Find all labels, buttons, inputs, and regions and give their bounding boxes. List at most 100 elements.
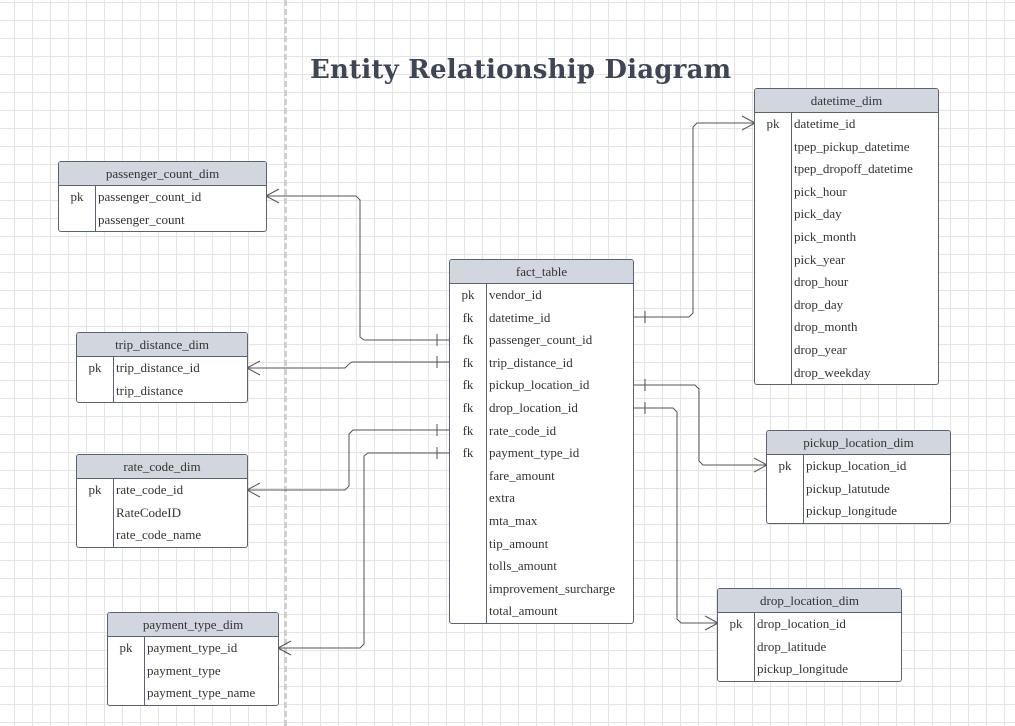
relation-passenger-count[interactable] bbox=[265, 188, 450, 346]
field-row[interactable]: tolls_amount bbox=[450, 555, 633, 578]
field-name: improvement_surcharge bbox=[489, 580, 616, 596]
field-row[interactable]: tip_amount bbox=[450, 533, 633, 556]
relation-datetime[interactable] bbox=[632, 115, 756, 323]
field-row[interactable]: pick_month bbox=[755, 226, 938, 249]
key-marker: pk bbox=[766, 116, 780, 131]
key-marker bbox=[755, 181, 791, 204]
field-row[interactable]: pickup_latutude bbox=[767, 478, 950, 501]
field-row[interactable]: pickup_longitude bbox=[767, 500, 950, 523]
key-marker: fk bbox=[462, 399, 474, 415]
field-row[interactable]: extra bbox=[450, 487, 633, 510]
key-marker bbox=[450, 578, 486, 601]
field-name: payment_type_name bbox=[147, 685, 256, 701]
field-row[interactable]: fare_amount bbox=[450, 465, 633, 488]
key-marker: pk bbox=[778, 458, 792, 473]
field-name: passenger_count bbox=[98, 211, 185, 227]
key-marker: fk bbox=[462, 422, 474, 438]
field-name: trip_distance_id bbox=[116, 360, 200, 375]
field-name: pickup_location_id bbox=[489, 377, 590, 393]
field-name: drop_hour bbox=[794, 274, 849, 290]
field-row[interactable]: pick_hour bbox=[755, 181, 938, 204]
key-marker: pk bbox=[461, 287, 475, 302]
key-marker: pk bbox=[729, 616, 743, 631]
field-name: rate_code_id bbox=[116, 482, 184, 497]
entity-header: drop_location_dim bbox=[718, 589, 901, 613]
relation-trip-distance[interactable] bbox=[246, 356, 450, 376]
field-row[interactable]: pick_day bbox=[755, 203, 938, 226]
field-name: tolls_amount bbox=[489, 558, 557, 574]
field-name: drop_day bbox=[794, 296, 844, 312]
field-row[interactable]: tpep_pickup_datetime bbox=[755, 136, 938, 159]
relation-drop-location[interactable] bbox=[632, 402, 719, 631]
field-row[interactable]: RateCodeID bbox=[77, 502, 247, 525]
diagram-title: Entity Relationship Diagram bbox=[310, 55, 732, 85]
key-marker: fk bbox=[462, 445, 474, 461]
field-row[interactable]: fk pickup_location_id bbox=[450, 374, 633, 397]
key-marker: pk bbox=[88, 482, 102, 497]
field-name: pickup_longitude bbox=[757, 661, 848, 677]
key-marker bbox=[108, 660, 144, 683]
field-name: total_amount bbox=[489, 603, 558, 619]
field-row[interactable]: passenger_count bbox=[59, 209, 266, 232]
field-name: trip_distance_id bbox=[489, 354, 573, 370]
field-name: RateCodeID bbox=[116, 504, 181, 520]
field-row[interactable]: drop_day bbox=[755, 294, 938, 317]
field-row[interactable]: pk rate_code_id bbox=[77, 479, 247, 502]
field-row[interactable]: trip_distance bbox=[77, 380, 247, 403]
relation-rate-code[interactable] bbox=[246, 424, 450, 498]
relation-payment-type[interactable] bbox=[277, 447, 450, 656]
key-marker bbox=[755, 316, 791, 339]
field-row[interactable]: payment_type_name bbox=[108, 682, 278, 705]
field-row[interactable]: total_amount bbox=[450, 600, 633, 623]
field-row[interactable]: pick_year bbox=[755, 249, 938, 272]
field-row[interactable]: drop_weekday bbox=[755, 362, 938, 385]
entity-header: fact_table bbox=[450, 260, 633, 284]
field-row[interactable]: tpep_dropoff_datetime bbox=[755, 158, 938, 181]
field-row[interactable]: mta_max bbox=[450, 510, 633, 533]
field-row[interactable]: drop_year bbox=[755, 339, 938, 362]
field-row[interactable]: drop_hour bbox=[755, 271, 938, 294]
key-marker bbox=[450, 487, 486, 510]
field-name: drop_weekday bbox=[794, 364, 871, 380]
field-row[interactable]: payment_type bbox=[108, 660, 278, 683]
key-marker bbox=[450, 600, 486, 623]
field-name: tpep_dropoff_datetime bbox=[794, 161, 913, 177]
relation-pickup-location[interactable] bbox=[632, 379, 768, 473]
field-row[interactable]: rate_code_name bbox=[77, 524, 247, 547]
field-name: fare_amount bbox=[489, 467, 555, 483]
key-marker bbox=[755, 226, 791, 249]
key-marker bbox=[755, 271, 791, 294]
entity-header: payment_type_dim bbox=[108, 613, 278, 637]
key-marker: fk bbox=[462, 377, 474, 393]
field-name: payment_type bbox=[147, 662, 221, 678]
key-marker bbox=[767, 478, 803, 501]
field-row[interactable]: drop_latitude bbox=[718, 636, 901, 659]
field-row[interactable]: pickup_longitude bbox=[718, 658, 901, 681]
field-row[interactable]: drop_month bbox=[755, 316, 938, 339]
field-row[interactable]: improvement_surcharge bbox=[450, 578, 633, 601]
